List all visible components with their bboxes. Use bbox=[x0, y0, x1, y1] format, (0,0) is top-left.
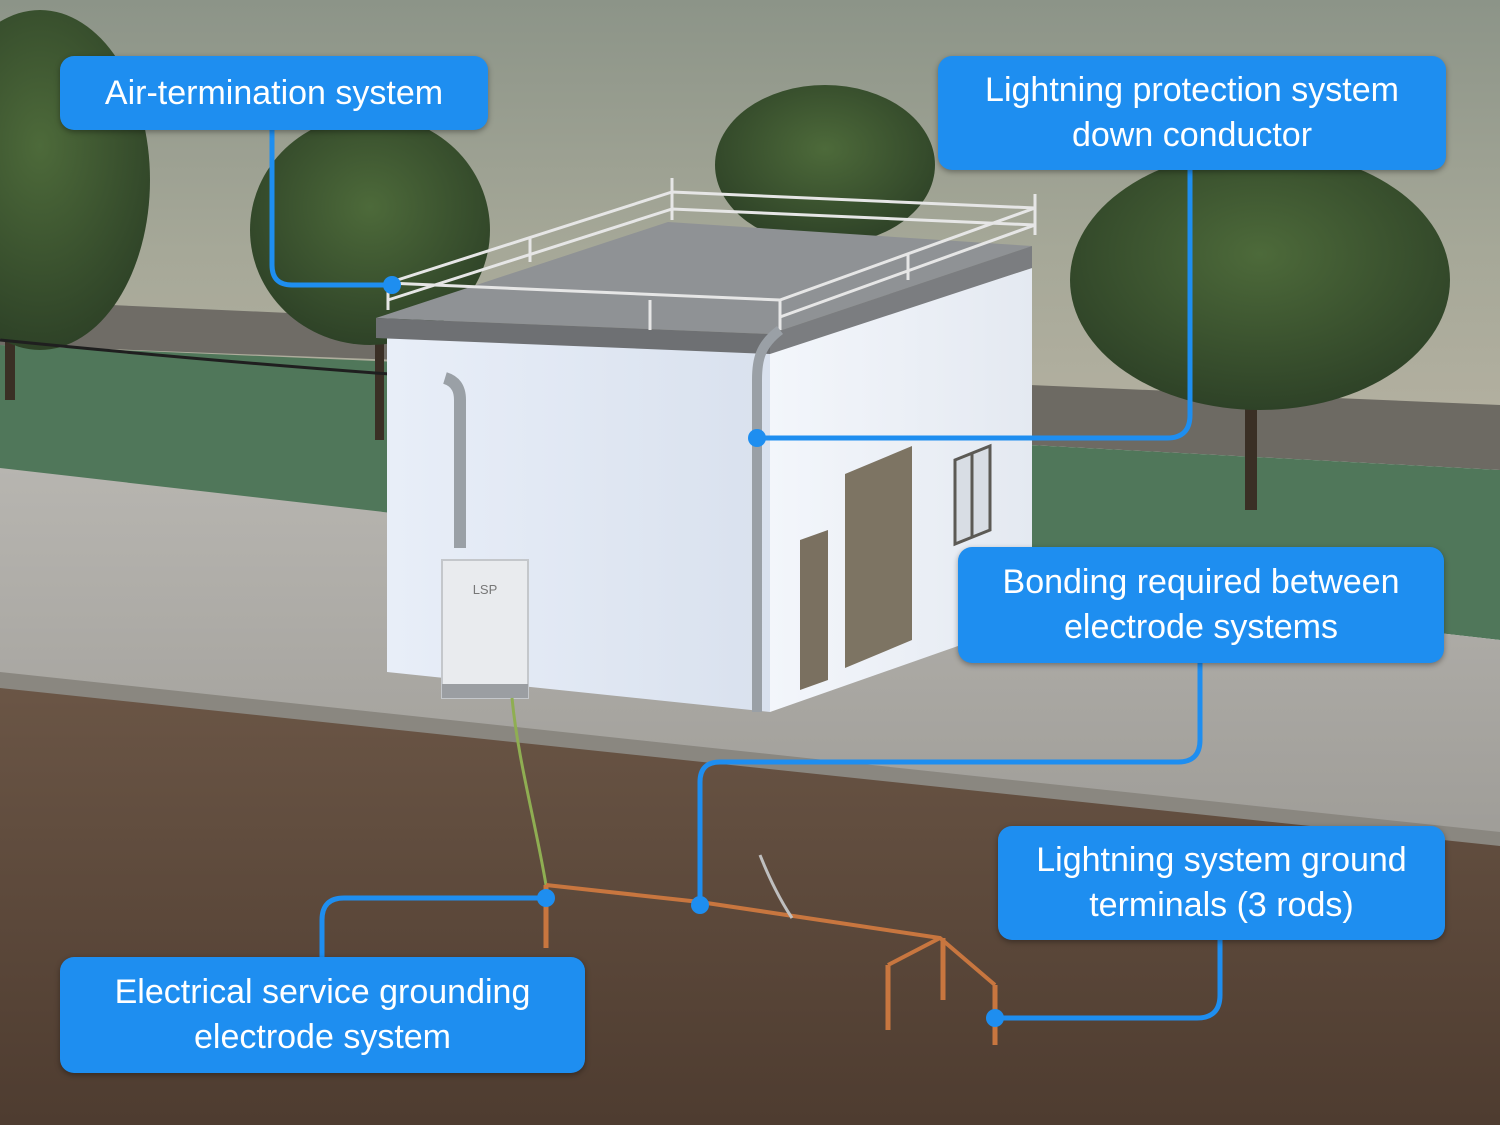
callout-text: terminals (3 rods) bbox=[1089, 886, 1354, 924]
marker-dot bbox=[691, 896, 709, 914]
marker-dot bbox=[383, 276, 401, 294]
callout-service-grounding: Electrical service grounding electrode s… bbox=[60, 957, 585, 1073]
callout-text: Lightning protection system bbox=[985, 71, 1399, 109]
callout-text: Bonding required between bbox=[1002, 563, 1400, 601]
leader-bonding bbox=[697, 660, 1203, 908]
callout-text: down conductor bbox=[1071, 116, 1313, 154]
down-conductor-buried bbox=[758, 854, 794, 919]
panel-label: LSP bbox=[473, 582, 498, 597]
callout-text: Lightning system ground bbox=[1036, 841, 1407, 879]
leader-service-grounding bbox=[319, 895, 549, 960]
stone-wall-right bbox=[1030, 385, 1500, 470]
callout-text: Electrical service grounding bbox=[114, 973, 531, 1011]
leader-ground-terminals bbox=[992, 937, 1223, 1021]
service-ground-wire bbox=[510, 697, 548, 886]
callout-text: Air-termination system bbox=[104, 73, 444, 112]
callout-text: electrode systems bbox=[1064, 608, 1338, 646]
callout-air-termination: Air-termination system bbox=[60, 56, 488, 130]
marker-dot bbox=[986, 1009, 1004, 1027]
marker-dot bbox=[537, 889, 555, 907]
service-conduit bbox=[442, 372, 466, 548]
gravel-edge bbox=[0, 672, 1500, 846]
tree-icon bbox=[715, 85, 935, 245]
ground-rod-connector bbox=[887, 936, 941, 967]
leader-air-termination bbox=[269, 127, 395, 288]
tree-icon bbox=[1070, 150, 1450, 510]
callout-bonding: Bonding required between electrode syste… bbox=[958, 547, 1444, 663]
bonding-conductor bbox=[545, 883, 997, 987]
marker-dot bbox=[748, 429, 766, 447]
callout-ground-terminals: Lightning system ground terminals (3 rod… bbox=[998, 826, 1445, 940]
overhead-service-cable bbox=[0, 338, 446, 380]
callout-down-conductor: Lightning protection system down conduct… bbox=[938, 56, 1446, 170]
air-termination-rail bbox=[386, 178, 1037, 330]
down-conductor bbox=[752, 326, 784, 712]
service-panel: LSP bbox=[441, 559, 529, 699]
callout-text: electrode system bbox=[194, 1018, 451, 1056]
leader-down-conductor bbox=[754, 167, 1193, 441]
